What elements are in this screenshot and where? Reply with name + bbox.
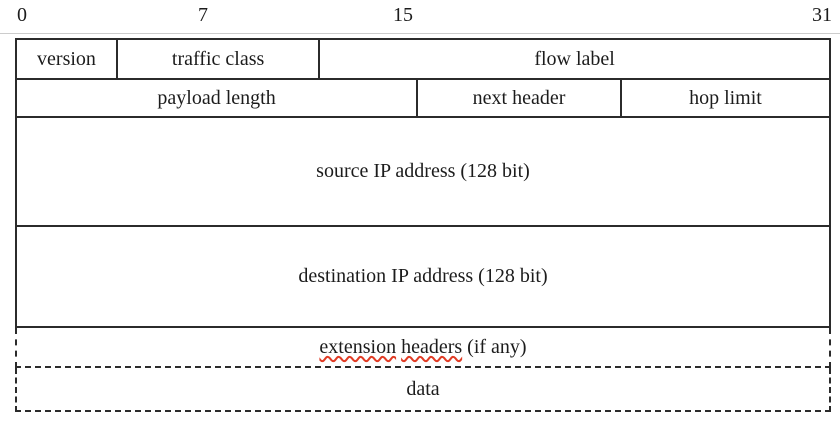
table-row-word0: version traffic class flow label xyxy=(15,38,831,80)
bit-label-15: 15 xyxy=(393,4,413,26)
field-extension-headers: extension headers (if any) xyxy=(17,328,829,366)
extension-word: extension xyxy=(319,335,397,358)
table-row-data: data xyxy=(15,368,831,412)
field-version: version xyxy=(17,40,118,78)
field-hop-limit-label: hop limit xyxy=(689,86,762,109)
field-destination-ip-address-label: destination IP address (128 bit) xyxy=(298,265,548,287)
table-row-source-address: source IP address (128 bit) xyxy=(15,118,831,227)
field-traffic-class: traffic class xyxy=(118,40,321,78)
field-next-header: next header xyxy=(418,80,622,116)
field-data-label: data xyxy=(406,377,440,400)
table-row-destination-address: destination IP address (128 bit) xyxy=(15,227,831,328)
bit-label-31: 31 xyxy=(812,4,832,26)
bit-label-0: 0 xyxy=(17,4,27,26)
field-traffic-class-label: traffic class xyxy=(171,47,265,70)
field-extension-headers-label: extension headers (if any) xyxy=(319,336,526,359)
field-hop-limit: hop limit xyxy=(622,80,829,116)
field-flow-label: flow label xyxy=(320,40,829,78)
bit-label-7: 7 xyxy=(198,4,208,26)
table-row-word1: payload length next header hop limit xyxy=(15,80,831,118)
field-flow-label-label: flow label xyxy=(534,47,615,70)
bit-ruler: 0 7 15 31 xyxy=(0,0,840,34)
field-payload-length: payload length xyxy=(17,80,419,116)
field-destination-ip-address: destination IP address (128 bit) xyxy=(17,227,829,326)
field-source-ip-address: source IP address (128 bit) xyxy=(17,118,829,225)
field-next-header-label: next header xyxy=(472,86,566,109)
field-version-label: version xyxy=(37,47,96,70)
field-payload-length-label: payload length xyxy=(157,86,276,109)
if-any-suffix: (if any) xyxy=(467,335,527,358)
headers-word: headers xyxy=(401,335,463,358)
field-data: data xyxy=(17,368,829,410)
field-source-ip-address-label: source IP address (128 bit) xyxy=(316,160,530,182)
table-row-extension-headers: extension headers (if any) xyxy=(15,328,831,368)
header-table: version traffic class flow label payload… xyxy=(15,38,831,412)
